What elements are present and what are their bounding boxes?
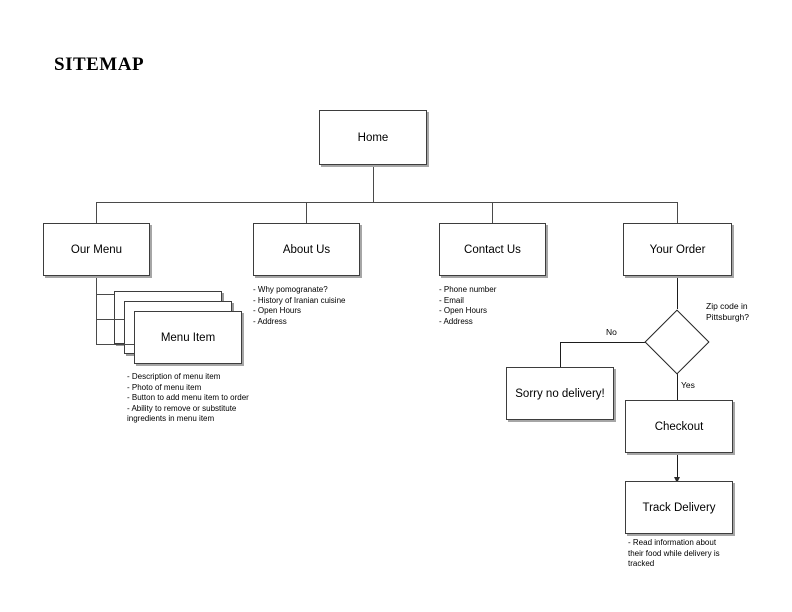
connector-your-order-to-decision (677, 276, 678, 309)
connector-decision-yes (677, 365, 678, 400)
node-your-order[interactable]: Your Order (623, 223, 732, 276)
page-title: SITEMAP (54, 54, 145, 75)
connector-our-menu-trunk (96, 276, 97, 344)
node-our-menu[interactable]: Our Menu (43, 223, 150, 276)
node-menu-item[interactable]: Menu Item (134, 311, 242, 364)
node-sorry-no-delivery[interactable]: Sorry no delivery! (506, 367, 614, 420)
connector-bus-to-your-order (677, 202, 678, 223)
note-track-delivery: - Read information about their food whil… (628, 538, 720, 568)
node-track-delivery-label: Track Delivery (642, 501, 716, 514)
note-about-us: - Why pomogranate? - History of Iranian … (253, 285, 346, 326)
connector-level2-bus (96, 202, 677, 203)
node-track-delivery[interactable]: Track Delivery (625, 481, 733, 534)
connector-bus-to-about-us (306, 202, 307, 223)
decision-zip-code[interactable] (644, 309, 710, 375)
edge-label-no: No (606, 327, 617, 337)
connector-checkout-to-track (677, 453, 678, 479)
node-checkout-label: Checkout (654, 420, 704, 433)
connector-home-to-bus (373, 165, 374, 202)
node-contact-us[interactable]: Contact Us (439, 223, 546, 276)
node-menu-item-label: Menu Item (160, 331, 216, 344)
node-about-us-label: About Us (282, 243, 331, 256)
connector-decision-no (560, 342, 654, 343)
node-our-menu-label: Our Menu (70, 243, 123, 256)
node-your-order-label: Your Order (649, 243, 706, 256)
connector-our-menu-branch-3 (96, 344, 134, 345)
node-sorry-no-delivery-label: Sorry no delivery! (515, 387, 605, 400)
note-contact-us: - Phone number - Email - Open Hours - Ad… (439, 285, 497, 326)
connector-bus-to-contact-us (492, 202, 493, 223)
decision-question-label: Zip code in Pittsburgh? (706, 301, 749, 322)
connector-our-menu-branch-2 (96, 319, 124, 320)
node-about-us[interactable]: About Us (253, 223, 360, 276)
node-home[interactable]: Home (319, 110, 427, 165)
edge-label-yes: Yes (681, 380, 695, 390)
connector-decision-no-drop (560, 342, 561, 367)
connector-our-menu-branch-1 (96, 294, 114, 295)
node-checkout[interactable]: Checkout (625, 400, 733, 453)
note-menu-item: - Description of menu item - Photo of me… (127, 372, 249, 423)
node-home-label: Home (357, 131, 389, 144)
connector-bus-to-our-menu (96, 202, 97, 223)
arrow-down-icon (674, 477, 680, 483)
node-contact-us-label: Contact Us (464, 243, 521, 256)
